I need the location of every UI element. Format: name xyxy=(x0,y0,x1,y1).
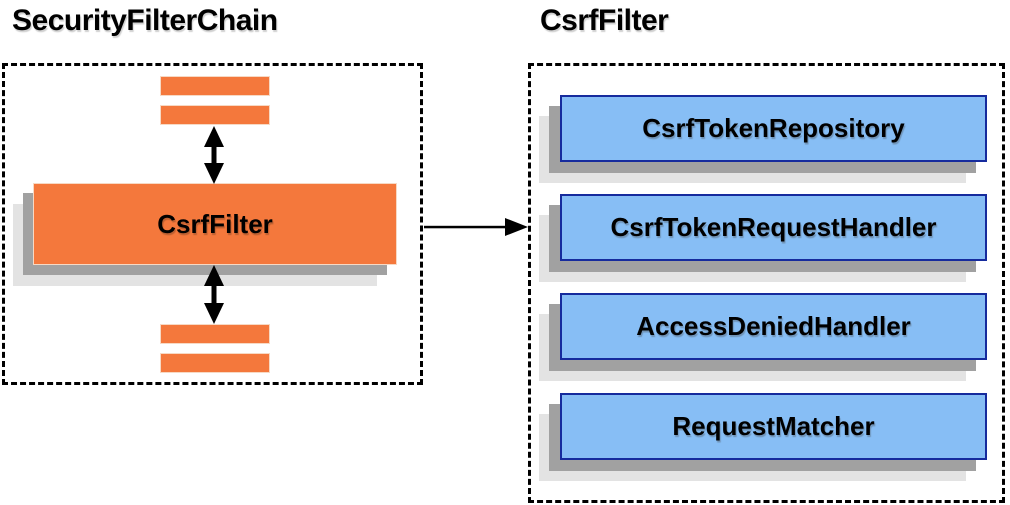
filter-placeholder-bar xyxy=(160,105,270,125)
component-box-access-denied-handler: AccessDeniedHandler xyxy=(560,293,987,360)
component-box-csrf-token-repository: CsrfTokenRepository xyxy=(560,95,987,162)
filter-placeholder-bar xyxy=(160,324,270,344)
filter-placeholder-bar xyxy=(160,76,270,96)
csrf-filter-title: CsrfFilter xyxy=(540,4,669,37)
security-filter-chain-title: SecurityFilterChain xyxy=(12,4,278,37)
component-label: AccessDeniedHandler xyxy=(636,311,911,341)
component-label: RequestMatcher xyxy=(672,411,875,441)
component-box-csrf-token-request-handler: CsrfTokenRequestHandler xyxy=(560,194,987,261)
filter-placeholder-bar xyxy=(160,353,270,373)
component-label: CsrfTokenRepository xyxy=(642,113,905,143)
security-filter-chain-container xyxy=(2,63,423,385)
component-label: CsrfTokenRequestHandler xyxy=(610,212,937,242)
component-box-request-matcher: RequestMatcher xyxy=(560,393,987,460)
csrf-filter-box-label: CsrfFilter xyxy=(157,208,273,239)
flow-arrow-icon xyxy=(424,218,528,236)
csrf-filter-box: CsrfFilter xyxy=(33,183,397,265)
csrf-filter-container xyxy=(528,63,1005,503)
